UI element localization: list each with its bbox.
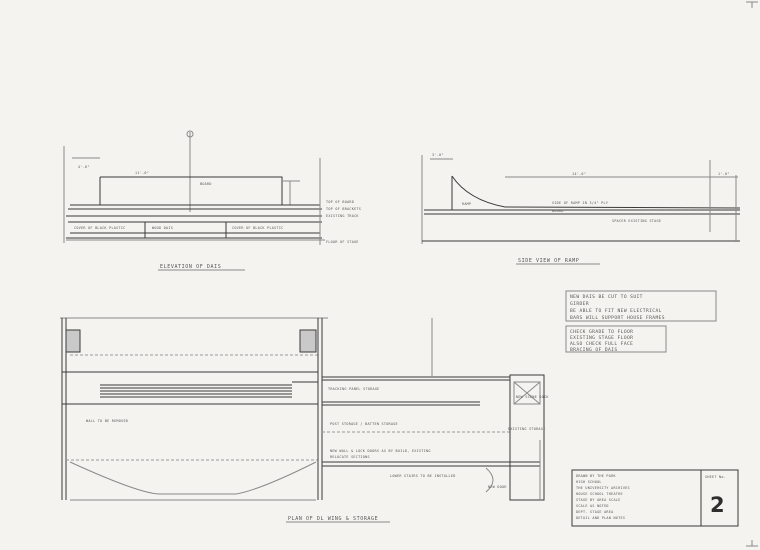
side-spacer: SPACER EXISTING STAGE xyxy=(612,219,661,223)
title-line-4: HOUSE SCHOOL THEATRE xyxy=(576,492,623,496)
note-2-line-1: CHECK GRADE TO FLOOR xyxy=(570,329,633,335)
elev-cover-left: COVER OF BLACK PLASTIC xyxy=(74,226,126,230)
title-line-5: STAGE BY AREA SCALE xyxy=(576,498,621,502)
plan-note-c: RELOCATE SECTIONS xyxy=(330,455,370,459)
plan-post: POST STORAGE / BATTEN STORAGE xyxy=(330,422,398,426)
side-board: BOARD xyxy=(552,209,564,213)
title-line-8: DETAIL AND PLAN NOTES xyxy=(576,516,625,520)
plan-wall: WALL TO BE REMOVED xyxy=(86,419,128,423)
elevation-of-dais: 4'-6" 11'-0" BOARD COVER OF BLACK PLASTI… xyxy=(63,130,361,271)
elev-dais-center: WOOD DAIS xyxy=(152,226,173,230)
plan-of-wing-storage: TRACKING PANEL STORAGE WALL TO BE REMOVE… xyxy=(60,317,549,523)
elev-note-r2: TOP OF BRACKETS xyxy=(326,207,361,211)
note-2-line-3: ALSO CHECK FULL FACE xyxy=(570,341,633,347)
side-dim-span: 14'-0" xyxy=(572,172,586,176)
title-line-7: DEPT. STAGE AREA xyxy=(576,510,613,514)
sheet-number: 2 xyxy=(710,493,725,517)
side-ramp: RAMP xyxy=(462,202,471,206)
title-block: DRAWN BY THE PARK HIGH SCHOOL THE UNIVER… xyxy=(571,469,739,527)
note-2-line-4: BRACING OF DAIS xyxy=(570,347,618,353)
elevation-title: ELEVATION OF DAIS xyxy=(160,264,221,270)
elev-note-r3: EXISTING TRACK xyxy=(326,214,359,218)
elev-boards: BOARD xyxy=(200,182,212,186)
sheet-label: SHEET No. xyxy=(705,475,726,479)
elev-note-r1: TOP OF BOARD xyxy=(326,200,354,204)
side-dim-end: 1'-0" xyxy=(718,172,730,176)
plan-title: PLAN OF DL WING & STORAGE xyxy=(288,516,378,522)
title-line-2: HIGH SCHOOL xyxy=(576,480,602,484)
title-line-6: SCALE AS NOTED xyxy=(576,504,609,508)
elev-cover-right: COVER OF BLACK PLASTIC xyxy=(232,226,284,230)
note-1-line-4: BARS WILL SUPPORT HOUSE FRAMES xyxy=(570,315,665,321)
elev-dim-top: 4'-6" xyxy=(78,165,90,169)
plan-new-door: NEW DOOR xyxy=(488,485,507,489)
note-1-line-3: BE ABLE TO FIT NEW ELECTRICAL xyxy=(570,308,662,314)
plan-scene-dock: NEW SCENE DOCK xyxy=(516,395,549,399)
side-dim-top: 3'-0" xyxy=(432,153,444,157)
plan-note-b: NEW WALL & LOCK DOORS AS BY BUILD, EXIST… xyxy=(330,449,431,453)
side-slope: SIDE OF RAMP IN 3/4" PLY xyxy=(552,201,608,205)
side-view-title: SIDE VIEW OF RAMP xyxy=(518,258,579,264)
note-1-line-1: NEW DAIS BE CUT TO SUIT xyxy=(570,294,643,300)
elev-floor: FLOOR OF STAGE xyxy=(326,240,359,244)
plan-storage: TRACKING PANEL STORAGE xyxy=(328,387,380,391)
plan-existing: EXISTING STORAGE xyxy=(508,427,545,431)
plan-stairs: LOWER STAIRS TO BE INSTALLED xyxy=(390,474,456,478)
elev-dim-mid: 11'-0" xyxy=(135,171,149,175)
side-view-of-ramp: 3'-0" 14'-0" 1'-0" RAMP SIDE OF RAMP IN … xyxy=(421,153,741,265)
note-1-line-2: GIRDER xyxy=(570,301,589,307)
note-2-line-2: EXISTING STAGE FLOOR xyxy=(570,335,633,341)
notes-box-2: CHECK GRADE TO FLOOR EXISTING STAGE FLOO… xyxy=(565,325,667,353)
title-line-3: THE UNIVERSITY ARCHIVES xyxy=(576,486,630,490)
title-line-1: DRAWN BY THE PARK xyxy=(576,474,616,478)
notes-box-1: NEW DAIS BE CUT TO SUIT GIRDER BE ABLE T… xyxy=(565,290,717,322)
corner-marks xyxy=(746,1,758,547)
